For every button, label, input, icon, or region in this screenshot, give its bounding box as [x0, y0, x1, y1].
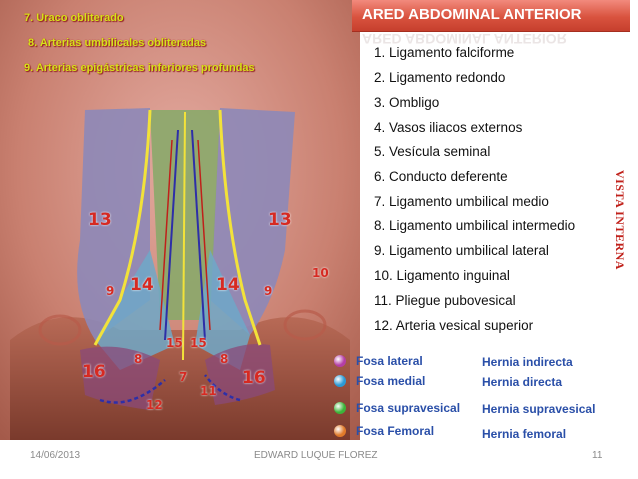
legend-item-12: 12. Arteria vesical superior — [374, 318, 534, 333]
fossa-dot-medial — [334, 375, 346, 387]
medial-region-left — [95, 250, 175, 370]
figure-number-9-left: 9 — [106, 284, 115, 298]
legend-item-11: 11. Pliegue pubovesical — [374, 293, 516, 308]
anatomy-illustration — [0, 0, 360, 479]
femoral-region-right — [205, 344, 275, 405]
fossa-dot-lateral — [334, 355, 346, 367]
inguinal-ring-left — [38, 314, 82, 346]
key-item-7: 7. Uraco obliterado — [24, 12, 124, 24]
footer-date: 14/06/2013 — [30, 450, 81, 461]
legend-item-8: 8. Ligamento umbilical intermedio — [374, 218, 576, 233]
key-item-8: 8. Arterias umbilicales obliteradas — [28, 37, 207, 49]
legend-item-7: 7. Ligamento umbilical medio — [374, 194, 549, 209]
urachus — [182, 111, 186, 361]
footer-band — [0, 440, 360, 479]
fossa-label-femoral: Fosa Femoral — [356, 424, 435, 438]
hernia-label-supravesical: Hernia supravesical — [482, 402, 596, 416]
figure-number-8-right: 8 — [220, 352, 229, 366]
lateral-region-right — [210, 108, 295, 335]
dashed-vessel-right — [204, 374, 241, 402]
footer-author: EDWARD LUQUE FLOREZ — [254, 450, 378, 461]
key-item-9: 9. Arterias epigástricas inferiores prof… — [24, 62, 255, 74]
figure-number-8-left: 8 — [134, 352, 143, 366]
fossa-label-lateral: Fosa lateral — [356, 354, 423, 368]
legend-item-4: 4. Vasos iliacos externos — [374, 120, 523, 135]
artery-left — [164, 129, 179, 341]
legend-item-9: 9. Ligamento umbilical lateral — [374, 243, 549, 258]
ligament-right — [218, 109, 262, 346]
hernia-label-femoral: Hernia femoral — [482, 427, 567, 441]
figure-number-14-left: 14 — [130, 275, 154, 295]
hernia-label-indirect: Hernia indirecta — [482, 355, 573, 369]
fossa-label-supravesical: Fosa supravesical — [356, 401, 461, 415]
figure-number-7: 7 — [179, 370, 188, 384]
footer-page-number: 11 — [592, 450, 603, 461]
legend-item-10: 10. Ligamento inguinal — [374, 268, 510, 283]
figure-number-10: 10 — [312, 266, 329, 280]
inguinal-ring-right — [283, 309, 327, 341]
figure-number-11: 11 — [200, 384, 217, 398]
fossa-dot-supravesical — [334, 402, 346, 414]
legend-item-2: 2. Ligamento redondo — [374, 70, 506, 85]
figure-number-13-right: 13 — [268, 210, 292, 230]
figure-number-9-right: 9 — [264, 284, 273, 298]
femoral-region-left — [80, 346, 160, 410]
ligament-left — [93, 109, 152, 346]
artery-right — [191, 129, 206, 341]
vista-interna-label: VISTA INTERNA — [613, 170, 627, 270]
dashed-vessel-left — [99, 379, 166, 404]
figure-number-15-left: 15 — [166, 336, 183, 350]
figure-number-14-right: 14 — [216, 275, 240, 295]
fossa-label-medial: Fosa medial — [356, 374, 426, 388]
slide-title-reflection: ARED ABDOMINAL ANTERIOR — [362, 32, 567, 46]
slide-title: ARED ABDOMINAL ANTERIOR — [352, 0, 630, 32]
figure-number-15-right: 15 — [190, 336, 207, 350]
legend-item-3: 3. Ombligo — [374, 95, 440, 110]
hernia-label-direct: Hernia directa — [482, 375, 563, 389]
figure-number-12: 12 — [146, 398, 163, 412]
figure-number-16-left: 16 — [82, 362, 106, 382]
red-vessel-left — [159, 139, 173, 331]
legend-item-5: 5. Vesícula seminal — [374, 144, 491, 159]
legend-item-6: 6. Conducto deferente — [374, 169, 508, 184]
fossa-dot-femoral — [334, 425, 346, 437]
legend-item-1: 1. Ligamento falciforme — [374, 45, 515, 60]
red-vessel-right — [197, 139, 211, 331]
medial-region-right — [195, 250, 250, 370]
figure-number-16-right: 16 — [242, 368, 266, 388]
figure-number-13-left: 13 — [88, 210, 112, 230]
